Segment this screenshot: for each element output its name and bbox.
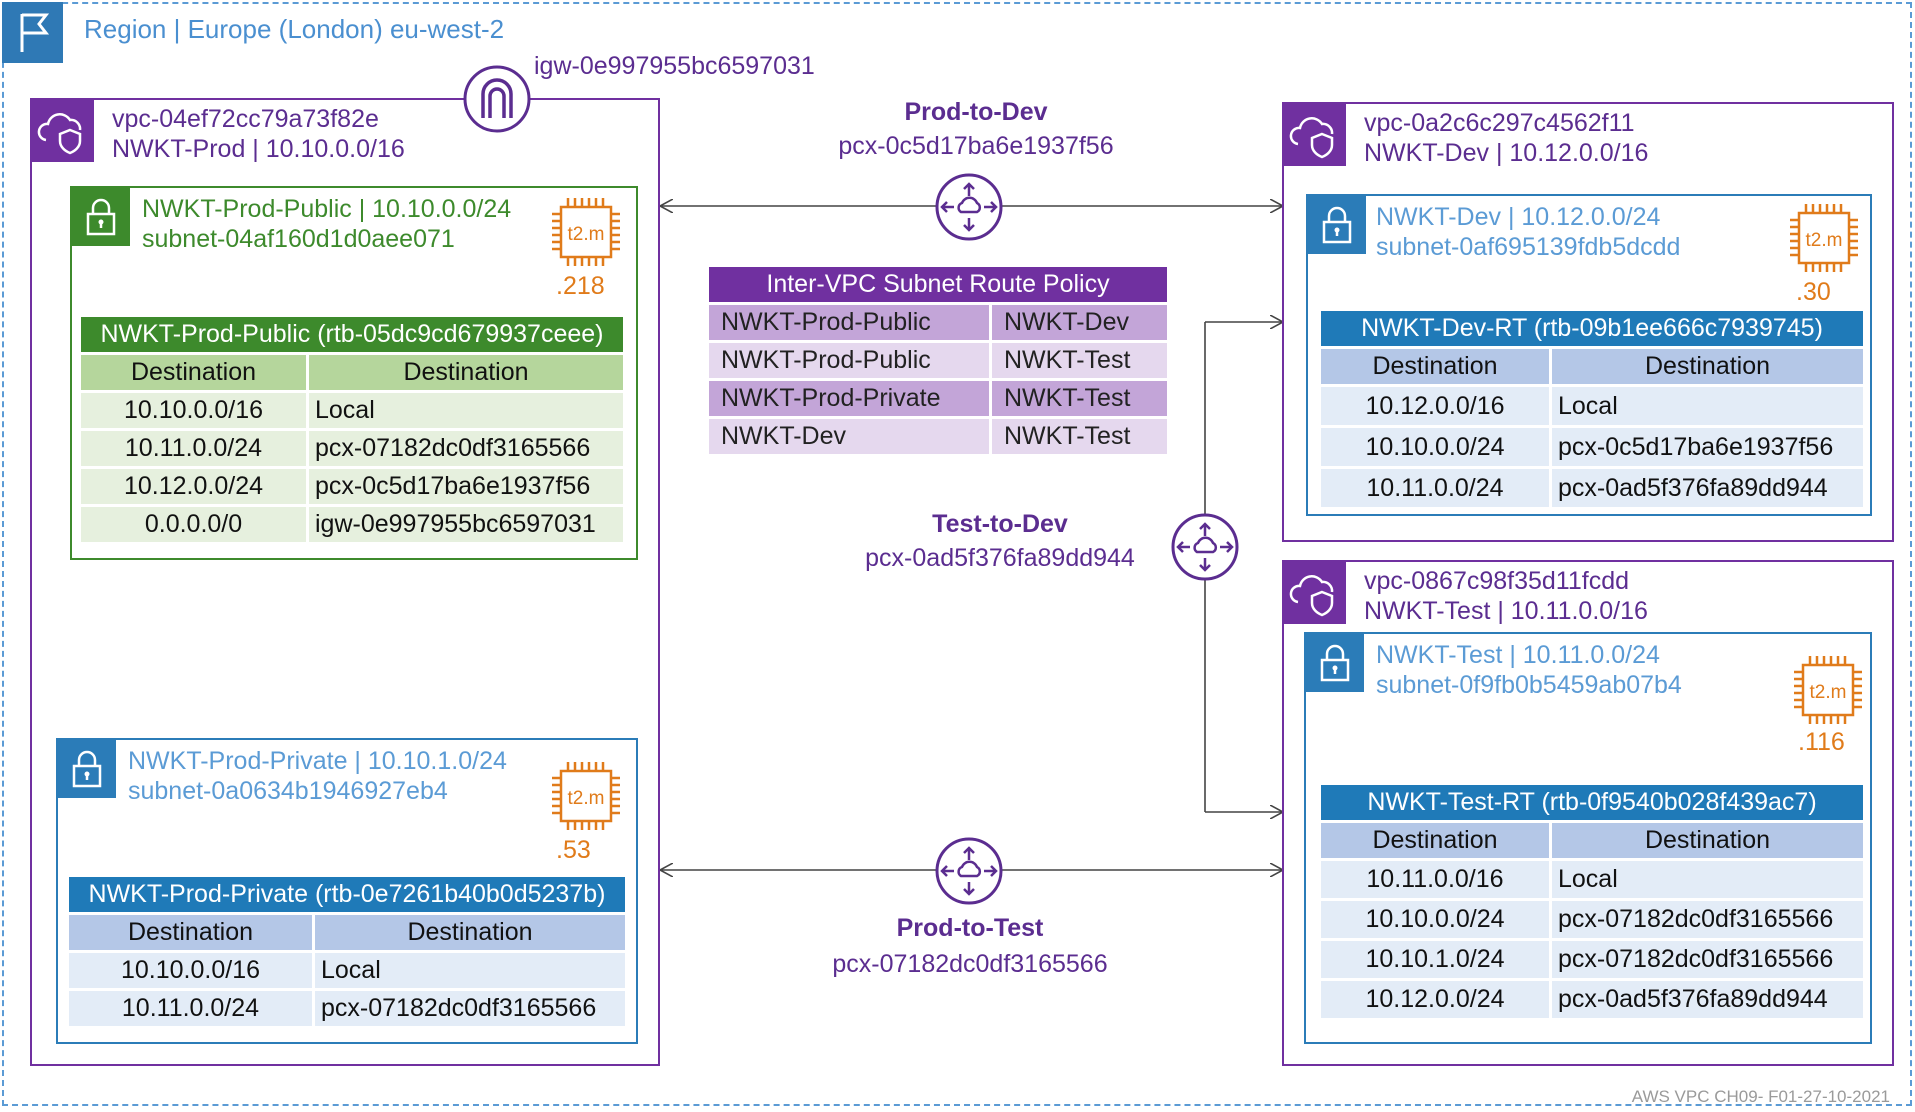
instance-type: t2.m — [1806, 230, 1843, 251]
vpc-prod-id: vpc-04ef72cc79a73f82e — [112, 105, 379, 133]
instance-ip: .30 — [1796, 278, 1831, 306]
ec2-instance-icon: t2.m — [548, 194, 624, 270]
peering-connection-icon — [1170, 512, 1240, 582]
route-table-title: NWKT-Dev-RT (rtb-09b1ee666c7939745) — [1321, 311, 1863, 346]
subnet-prod-private — [56, 738, 638, 1044]
route-table-title: NWKT-Prod-Private (rtb-0e7261b40b0d5237b… — [69, 877, 625, 912]
instance-ip: .218 — [556, 272, 605, 300]
route-table-prod-private: NWKT-Prod-Private (rtb-0e7261b40b0d5237b… — [66, 874, 628, 1029]
instance-ip: .116 — [1798, 728, 1845, 756]
peering-prod-dev-name: Prod-to-Dev — [904, 98, 1048, 126]
route-table-title: NWKT-Test-RT (rtb-0f9540b028f439ac7) — [1321, 785, 1863, 820]
figure-caption: AWS VPC CH09- F01-27-10-2021 — [1631, 1087, 1890, 1106]
route-policy-table: Inter-VPC Subnet Route Policy NWKT-Prod-… — [706, 264, 1170, 457]
vpc-cloud-icon — [1284, 104, 1346, 166]
vpc-test — [1282, 560, 1894, 1066]
subnet-test — [1304, 632, 1872, 1044]
subnet-dev-name: NWKT-Dev | 10.12.0.0/24 — [1376, 203, 1661, 231]
column-header: Destination — [1321, 823, 1549, 858]
column-header: Destination — [1552, 349, 1863, 384]
column-header: Destination — [315, 915, 625, 950]
lock-icon — [58, 740, 116, 798]
vpc-cloud-icon — [32, 100, 94, 162]
subnet-dev — [1306, 194, 1872, 516]
subnet-prod-private-name: NWKT-Prod-Private | 10.10.1.0/24 — [128, 747, 507, 775]
route-policy-title: Inter-VPC Subnet Route Policy — [709, 267, 1167, 302]
ec2-instance-icon: t2.m — [1786, 200, 1862, 276]
peering-test-dev-id: pcx-0ad5f376fa89dd944 — [865, 544, 1135, 572]
route-table-prod-public: NWKT-Prod-Public (rtb-05dc9cd679937ceee)… — [78, 314, 626, 545]
route-table-title: NWKT-Prod-Public (rtb-05dc9cd679937ceee) — [81, 317, 623, 352]
vpc-test-id: vpc-0867c98f35d11fcdd — [1364, 567, 1630, 595]
peering-test-dev-name: Test-to-Dev — [932, 510, 1068, 538]
column-header: Destination — [1552, 823, 1863, 858]
peering-connection-icon — [934, 836, 1004, 906]
instance-type: t2.m — [1810, 682, 1847, 703]
column-header: Destination — [81, 355, 306, 390]
column-header: Destination — [309, 355, 623, 390]
vpc-prod — [30, 98, 660, 1066]
subnet-prod-public-name: NWKT-Prod-Public | 10.10.0.0/24 — [142, 195, 512, 223]
lock-icon — [1308, 196, 1366, 254]
vpc-test-name: NWKT-Test | 10.11.0.0/16 — [1364, 597, 1648, 625]
route-table-dev: NWKT-Dev-RT (rtb-09b1ee666c7939745) Dest… — [1318, 308, 1866, 510]
subnet-test-id: subnet-0f9fb0b5459ab07b4 — [1376, 671, 1682, 699]
subnet-prod-private-id: subnet-0a0634b1946927eb4 — [128, 777, 448, 805]
peering-connection-icon — [934, 172, 1004, 242]
internet-gateway-icon — [462, 64, 532, 134]
peering-prod-dev-id: pcx-0c5d17ba6e1937f56 — [838, 132, 1114, 160]
lock-icon — [1306, 634, 1364, 692]
column-header: Destination — [1321, 349, 1549, 384]
vpc-prod-name: NWKT-Prod | 10.10.0.0/16 — [112, 135, 405, 163]
peering-prod-test-id: pcx-07182dc0df3165566 — [832, 950, 1108, 978]
region-label: Region | Europe (London) eu-west-2 — [84, 14, 505, 44]
instance-ip: .53 — [556, 836, 591, 864]
vpc-dev-id: vpc-0a2c6c297c4562f11 — [1364, 109, 1635, 137]
column-header: Destination — [69, 915, 312, 950]
igw-id: igw-0e997955bc6597031 — [534, 52, 815, 80]
ec2-instance-icon: t2.m — [548, 758, 624, 834]
peering-prod-test-name: Prod-to-Test — [896, 914, 1044, 942]
subnet-prod-public-id: subnet-04af160d1d0aee071 — [142, 225, 455, 253]
vpc-dev-name: NWKT-Dev | 10.12.0.0/16 — [1364, 139, 1649, 167]
vpc-cloud-icon — [1284, 562, 1346, 624]
subnet-prod-public — [70, 186, 638, 560]
ec2-instance-icon: t2.m — [1790, 652, 1866, 728]
flag-icon — [2, 2, 63, 63]
instance-type: t2.m — [568, 788, 605, 809]
lock-icon — [72, 188, 130, 246]
subnet-dev-id: subnet-0af695139fdb5dcdd — [1376, 233, 1681, 261]
instance-type: t2.m — [568, 224, 605, 245]
route-table-test: NWKT-Test-RT (rtb-0f9540b028f439ac7) Des… — [1318, 782, 1866, 1021]
vpc-dev — [1282, 102, 1894, 542]
subnet-test-name: NWKT-Test | 10.11.0.0/24 — [1376, 641, 1660, 669]
